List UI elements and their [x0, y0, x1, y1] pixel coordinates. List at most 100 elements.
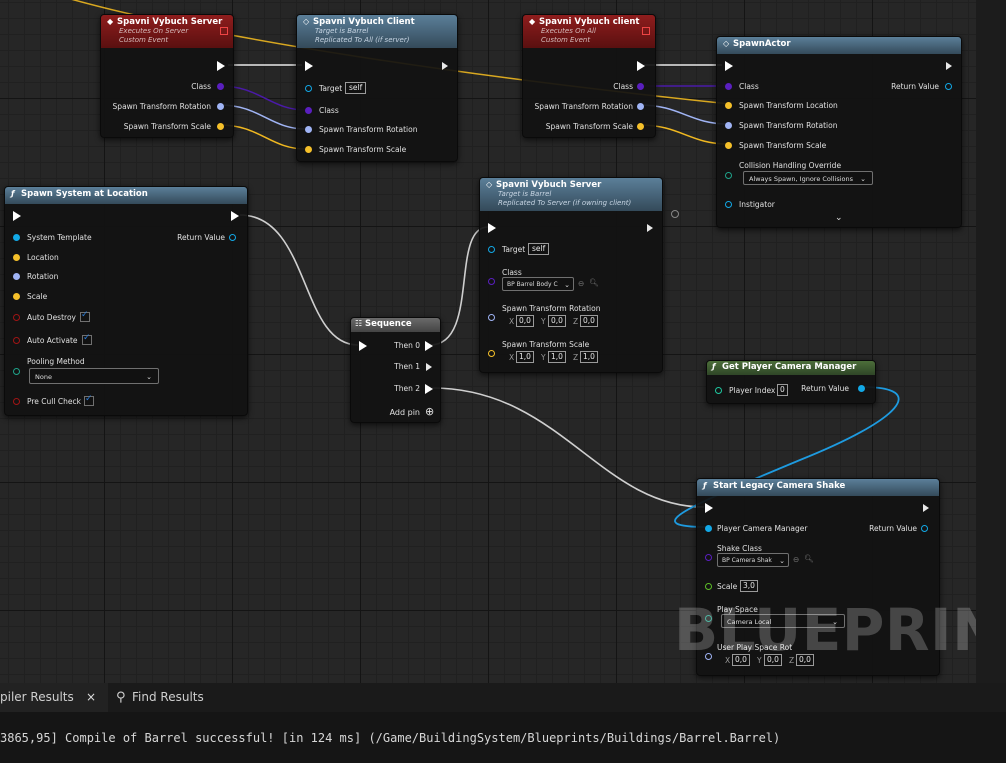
object-pin[interactable]	[705, 525, 712, 532]
rot-y-input[interactable]: 0,0	[764, 654, 782, 666]
target-value[interactable]: self	[345, 82, 367, 94]
add-pin-icon[interactable]: ⊕	[425, 405, 435, 418]
scale-input[interactable]: 3,0	[740, 580, 758, 592]
player-index-input[interactable]: 0	[777, 384, 788, 396]
exec-in-pin[interactable]	[725, 61, 733, 71]
function-node-spawn-actor[interactable]: ◇SpawnActor Class Return Value Spawn Tra…	[716, 36, 962, 228]
object-pin[interactable]	[945, 83, 952, 90]
exec-out-pin-then0[interactable]	[425, 341, 433, 351]
object-pin[interactable]	[229, 234, 236, 241]
tab-compiler-results[interactable]: piler Results ×	[0, 683, 108, 712]
collision-dropdown[interactable]: Always Spawn, Ignore Collisions⌄	[743, 171, 873, 185]
object-pin[interactable]	[921, 525, 928, 532]
bool-pin[interactable]	[13, 337, 20, 344]
class-pin[interactable]	[488, 278, 495, 285]
delegate-pin-icon[interactable]	[642, 27, 650, 35]
exec-out-pin-then1[interactable]	[425, 362, 433, 372]
event-node-spavni-client[interactable]: ◆Spavni Vybuch client Executes On All Cu…	[522, 14, 656, 138]
tab-find-results[interactable]: ⚲Find Results	[116, 683, 216, 712]
float-pin[interactable]	[705, 583, 712, 590]
close-icon[interactable]: ×	[86, 690, 97, 704]
vector-pin[interactable]	[725, 142, 732, 149]
target-pin[interactable]	[305, 85, 312, 92]
rotation-z-input[interactable]: 0,0	[580, 315, 598, 327]
event-node-spavni-server[interactable]: ◆Spavni Vybuch Server Executes On Server…	[100, 14, 234, 138]
vector-pin[interactable]	[725, 102, 732, 109]
exec-in-pin[interactable]	[305, 61, 313, 71]
exec-out-pin[interactable]	[945, 61, 953, 71]
exec-out-pin[interactable]	[217, 61, 225, 71]
exec-out-pin[interactable]	[646, 223, 654, 233]
rotator-pin[interactable]	[13, 273, 20, 280]
enum-pin[interactable]	[13, 368, 20, 375]
blueprint-graph[interactable]: ◆Spavni Vybuch Server Executes On Server…	[0, 0, 976, 683]
exec-in-pin[interactable]	[488, 223, 496, 233]
delegate-pin-icon[interactable]	[220, 27, 228, 35]
rotation-y-input[interactable]: 0,0	[548, 315, 566, 327]
use-selected-icon[interactable]: ⊖	[578, 279, 585, 288]
class-pin[interactable]	[705, 554, 712, 561]
enum-pin[interactable]	[725, 172, 732, 179]
class-pin[interactable]	[217, 83, 224, 90]
use-selected-icon[interactable]: ⊖	[793, 555, 800, 564]
rotator-pin[interactable]	[637, 103, 644, 110]
vector-pin[interactable]	[13, 254, 20, 261]
exec-out-pin[interactable]	[231, 211, 239, 221]
rot-z-input[interactable]: 0,0	[796, 654, 814, 666]
rotator-pin[interactable]	[217, 103, 224, 110]
bool-pin[interactable]	[13, 398, 20, 405]
play-space-dropdown[interactable]: Camera Local⌄	[721, 614, 845, 628]
rot-x-input[interactable]: 0,0	[732, 654, 750, 666]
rotator-pin[interactable]	[705, 653, 712, 660]
shake-class-dropdown[interactable]: BP Camera Shak⌄	[717, 553, 789, 567]
rotator-pin[interactable]	[488, 314, 495, 321]
class-pin[interactable]	[637, 83, 644, 90]
vector-pin[interactable]	[305, 146, 312, 153]
scale-x-input[interactable]: 1,0	[516, 351, 534, 363]
object-pin[interactable]	[13, 234, 20, 241]
browse-search-icon[interactable]: 🔍︎	[589, 278, 599, 287]
vector-pin[interactable]	[13, 293, 20, 300]
class-pin[interactable]	[305, 107, 312, 114]
enum-pin[interactable]	[705, 615, 712, 622]
rotator-pin[interactable]	[725, 122, 732, 129]
orphan-pin[interactable]	[671, 210, 679, 218]
bool-pin[interactable]	[13, 314, 20, 321]
exec-out-pin[interactable]	[441, 61, 449, 71]
rotation-x-input[interactable]: 0,0	[516, 315, 534, 327]
exec-out-pin[interactable]	[637, 61, 645, 71]
scale-y-input[interactable]: 1,0	[548, 351, 566, 363]
target-value[interactable]: self	[528, 243, 550, 255]
vector-pin[interactable]	[217, 123, 224, 130]
scale-z-input[interactable]: 1,0	[580, 351, 598, 363]
add-pin-label[interactable]: Add pin	[389, 408, 420, 417]
vector-pin[interactable]	[488, 350, 495, 357]
auto-activate-checkbox[interactable]	[82, 333, 92, 345]
graph-scrollbar[interactable]	[976, 0, 1006, 683]
exec-out-pin[interactable]	[922, 503, 930, 513]
expand-chevron-icon[interactable]: ⌄	[835, 213, 843, 223]
pooling-dropdown[interactable]: None⌄	[29, 368, 159, 384]
exec-in-pin[interactable]	[359, 341, 367, 351]
class-dropdown[interactable]: BP Barrel Body C⌄	[502, 277, 574, 291]
class-pin[interactable]	[725, 83, 732, 90]
compiler-log[interactable]: 3865,95] Compile of Barrel successful! […	[0, 712, 1006, 763]
rotator-pin[interactable]	[305, 126, 312, 133]
target-pin[interactable]	[488, 246, 495, 253]
auto-destroy-checkbox[interactable]	[80, 310, 90, 322]
exec-in-pin[interactable]	[705, 503, 713, 513]
sequence-node[interactable]: ☷Sequence Then 0 Then 1 Then 2 Add pin ⊕	[350, 317, 441, 423]
vector-pin[interactable]	[637, 123, 644, 130]
object-pin[interactable]	[725, 201, 732, 208]
browse-search-icon[interactable]: 🔍︎	[804, 554, 814, 563]
exec-out-pin-then2[interactable]	[425, 384, 433, 394]
function-node-spavni-server-call[interactable]: ◇Spavni Vybuch Server Target is Barrel R…	[479, 177, 663, 373]
pre-cull-checkbox[interactable]	[84, 394, 94, 406]
exec-in-pin[interactable]	[13, 211, 21, 221]
int-pin[interactable]	[715, 387, 722, 394]
object-pin[interactable]	[858, 385, 865, 392]
function-node-spavni-client[interactable]: ◇Spavni Vybuch Client Target is Barrel R…	[296, 14, 458, 162]
